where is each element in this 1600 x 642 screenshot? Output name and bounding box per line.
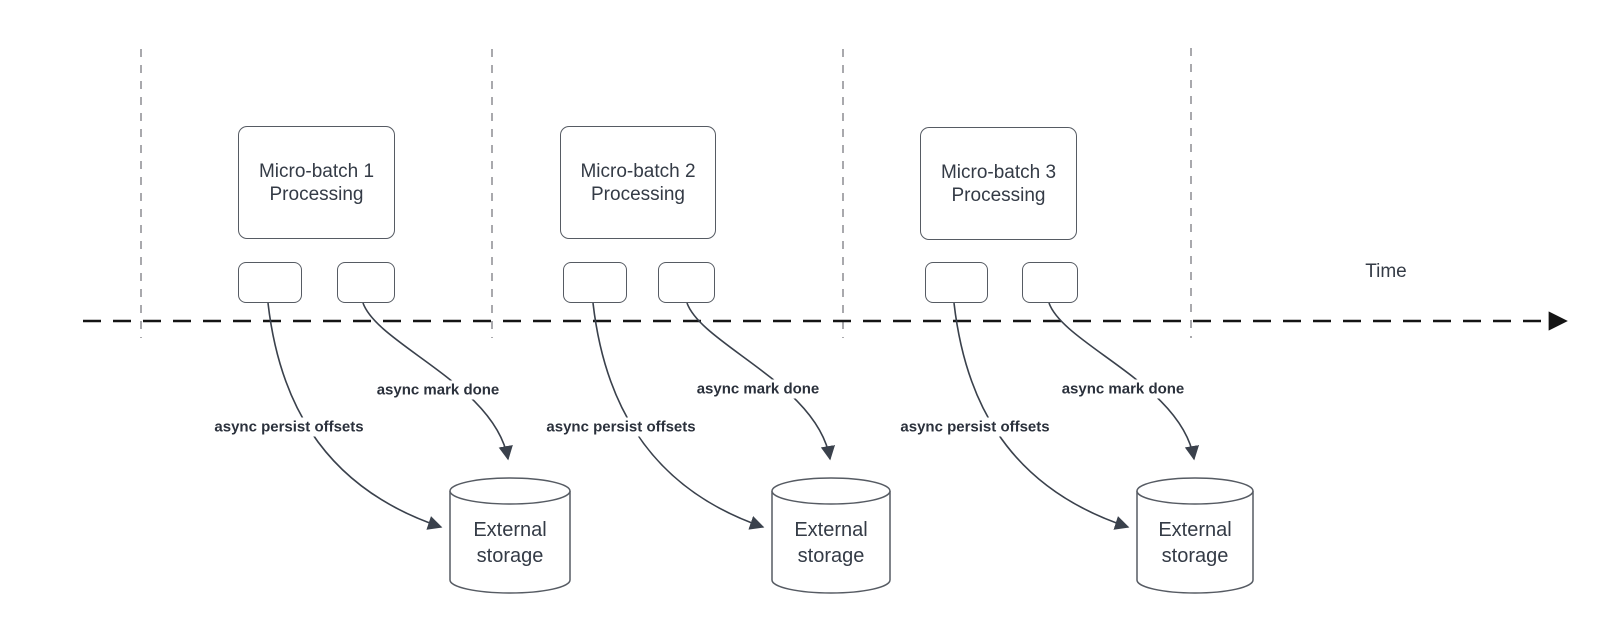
external-storage-text-1-line2: storage (476, 545, 544, 567)
external-storage-text-2-line1: External (794, 519, 868, 541)
micro-batch-box-2-title-line2: Processing (591, 183, 685, 205)
external-storage-text-2: External storage (771, 517, 891, 569)
persist-offsets-label-1: async persist offsets (210, 417, 368, 437)
external-storage-text-3: External storage (1135, 517, 1255, 569)
mark-done-label-2: async mark done (692, 379, 824, 399)
async-persist-offsets-arrow-2 (592, 302, 765, 530)
micro-batch-box-2-title-line1: Micro-batch 2 (580, 160, 696, 182)
async-task-box-1-right (337, 262, 395, 303)
async-task-box-3-left (925, 262, 988, 303)
time-axis-label: Time (1365, 261, 1407, 282)
micro-batch-box-1-title-line2: Processing (269, 183, 364, 205)
async-mark-done-arrow-2 (686, 302, 836, 461)
external-storage-text-3-line1: External (1158, 519, 1232, 541)
mark-done-label-3: async mark done (1057, 379, 1189, 399)
external-storage-cylinder-1 (449, 477, 571, 594)
micro-batch-box-3: Micro-batch 3 Processing (920, 127, 1077, 240)
micro-batch-box-3-title-line1: Micro-batch 3 (940, 161, 1057, 183)
external-storage-cylinder-2 (771, 477, 891, 594)
micro-batch-box-3-title-line2: Processing (951, 184, 1046, 206)
async-task-box-2-left (563, 262, 627, 303)
async-persist-offsets-arrow-1 (267, 302, 443, 530)
persist-offsets-label-2: async persist offsets (542, 417, 700, 437)
external-storage-cylinder-3 (1136, 477, 1254, 594)
external-storage-text-1-line1: External (473, 519, 547, 541)
async-mark-done-arrow-3 (1048, 302, 1200, 461)
async-persist-offsets-arrow-3 (953, 302, 1130, 530)
micro-batch-box-1: Micro-batch 1 Processing (238, 126, 395, 239)
async-task-box-1-left (238, 262, 302, 303)
micro-batch-box-2: Micro-batch 2 Processing (560, 126, 716, 239)
mark-done-label-1: async mark done (372, 380, 504, 400)
async-task-box-2-right (658, 262, 715, 303)
async-task-box-3-right (1022, 262, 1078, 303)
async-mark-done-arrow-1 (362, 302, 513, 461)
external-storage-text-3-line2: storage (1161, 545, 1229, 567)
external-storage-text-1: External storage (450, 517, 570, 569)
persist-offsets-label-3: async persist offsets (896, 417, 1054, 437)
external-storage-text-2-line2: storage (797, 545, 865, 567)
micro-batch-box-1-title-line1: Micro-batch 1 (258, 160, 375, 182)
